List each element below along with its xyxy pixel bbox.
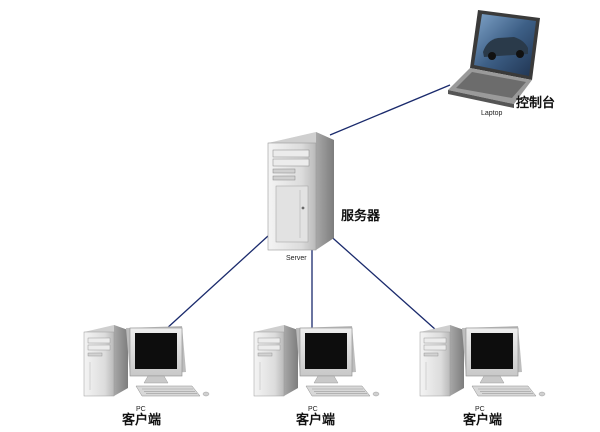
- client-2-caption: PC: [308, 406, 318, 413]
- server-label: 服务器: [341, 208, 381, 224]
- client-1-caption: PC: [136, 406, 146, 413]
- link-server-laptop: [329, 84, 451, 136]
- connection-lines: [164, 84, 451, 331]
- desktop-pc-icon: [83, 325, 210, 397]
- laptop-caption: Laptop: [481, 110, 503, 117]
- client-2-label: 客户端: [296, 412, 335, 428]
- desktop-pc-icon: [419, 325, 546, 397]
- laptop-node: Laptop 控制台: [448, 10, 555, 117]
- client-3-caption: PC: [475, 406, 485, 413]
- client-1-label: 客户端: [122, 412, 161, 428]
- client-3-node: PC 客户端: [419, 325, 546, 428]
- server-tower-icon: [267, 132, 334, 251]
- laptop-label: 控制台: [516, 95, 555, 111]
- server-node: Server 服务器: [267, 132, 381, 262]
- link-server-client-3: [325, 231, 437, 331]
- client-1-node: PC 客户端: [83, 325, 210, 428]
- client-2-node: PC 客户端: [253, 325, 380, 428]
- client-3-label: 客户端: [463, 412, 502, 428]
- link-server-client-1: [164, 235, 269, 331]
- server-caption: Server: [286, 255, 307, 262]
- laptop-icon: [448, 10, 540, 108]
- desktop-pc-icon: [253, 325, 380, 397]
